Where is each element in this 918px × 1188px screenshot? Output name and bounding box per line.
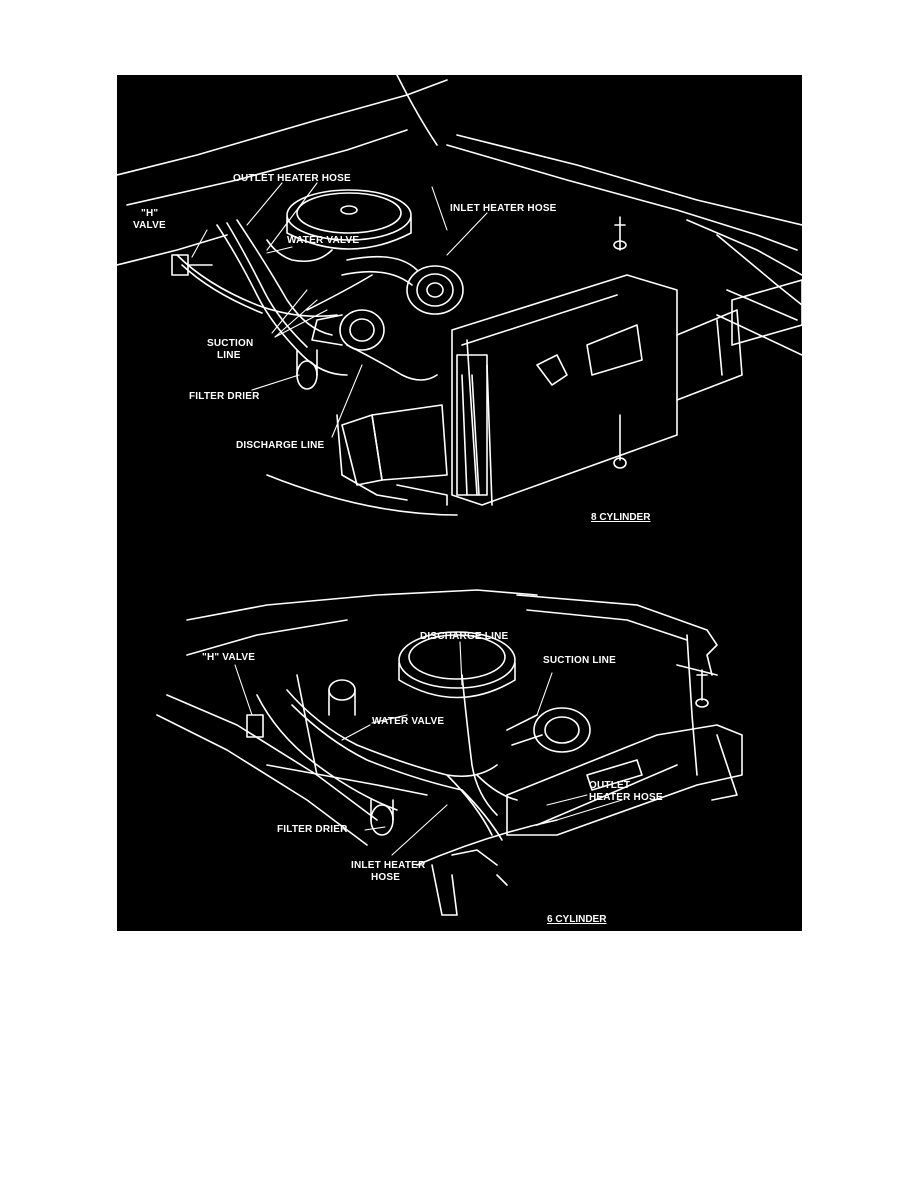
label-inlet-heater-hose-top: INLET HEATER HOSE — [450, 203, 557, 214]
label-inlet-heater-hose-bottom-line2: HOSE — [371, 872, 401, 883]
label-water-valve-bottom: WATER VALVE — [372, 716, 445, 727]
label-filter-drier-bottom: FILTER DRIER — [277, 824, 348, 835]
caption-6-cylinder: 6 CYLINDER — [547, 914, 607, 925]
label-suction-line-top-line1: SUCTION — [207, 338, 254, 349]
label-h-valve-top-line1: "H" — [141, 208, 159, 219]
engine-compartment-illustration: OUTLET HEATER HOSE "H" VALVE INLET HEATE… — [117, 75, 802, 931]
label-suction-line-bottom: SUCTION LINE — [543, 655, 616, 666]
label-discharge-line-top: DISCHARGE LINE — [236, 440, 325, 451]
label-water-valve-top: WATER VALVE — [287, 235, 360, 246]
label-outlet-heater-hose-bottom-line2: HEATER HOSE — [589, 792, 663, 803]
bottom-view-leader-lines — [234, 641, 623, 856]
label-inlet-heater-hose-bottom-line1: INLET HEATER — [351, 860, 426, 871]
bottom-view-drawing — [156, 589, 743, 916]
top-view-drawing — [117, 75, 802, 516]
label-h-valve-bottom: "H" VALVE — [202, 652, 256, 663]
label-outlet-heater-hose-bottom-line1: OUTLET — [589, 780, 631, 791]
label-discharge-line-bottom: DISCHARGE LINE — [420, 631, 509, 642]
label-suction-line-top-line2: LINE — [217, 350, 241, 361]
label-filter-drier-top: FILTER DRIER — [189, 391, 260, 402]
line-drawing — [117, 75, 802, 916]
top-view-leader-lines — [191, 182, 488, 438]
label-outlet-heater-hose-top: OUTLET HEATER HOSE — [233, 173, 351, 184]
label-h-valve-top-line2: VALVE — [133, 220, 166, 231]
caption-8-cylinder: 8 CYLINDER — [591, 512, 651, 523]
